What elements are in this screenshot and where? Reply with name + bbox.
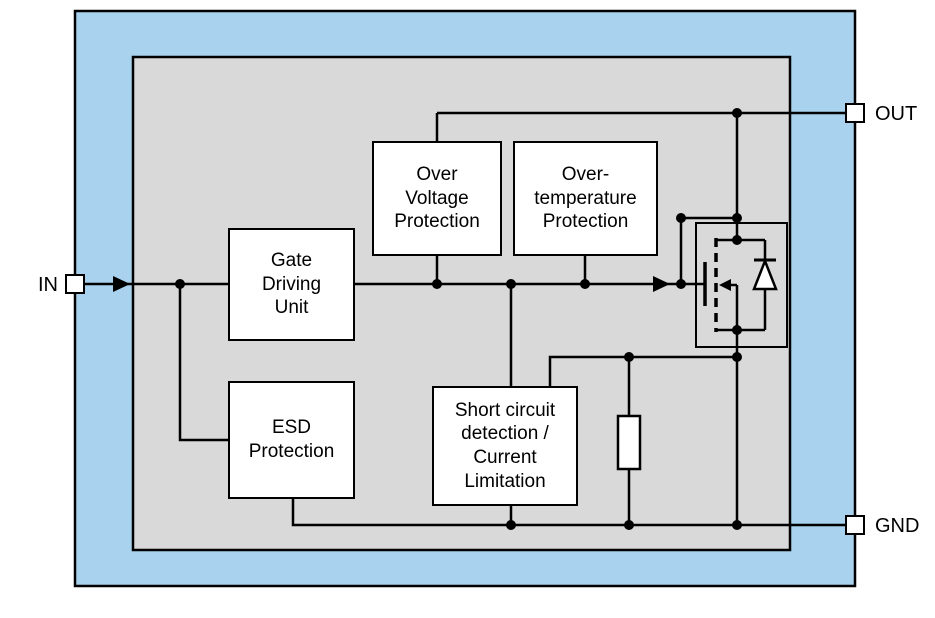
junction-dot <box>624 352 634 362</box>
junction-dot <box>732 213 742 223</box>
junction-dot <box>732 520 742 530</box>
junction-dot <box>732 108 742 118</box>
block-overtemperature-protection: Over- temperature Protection <box>513 141 658 256</box>
sense-resistor <box>616 414 642 471</box>
arrowheads <box>113 276 670 292</box>
junction-dot <box>624 520 634 530</box>
pin-label-in: IN <box>38 274 58 296</box>
junction-dot <box>732 235 742 245</box>
junction-dot <box>580 279 590 289</box>
mosfet-box <box>695 222 788 348</box>
mosfet-bulk-lead <box>730 283 739 330</box>
block-short-circuit-detection: Short circuit detection / Current Limita… <box>432 386 578 506</box>
junction-dot <box>676 213 686 223</box>
wire-in-to-esd <box>178 284 232 442</box>
pin-in <box>65 274 85 294</box>
body-diode-icon <box>752 257 778 291</box>
wire-sense <box>548 355 737 388</box>
power-mosfet <box>703 238 778 332</box>
block-esd-protection: ESD Protection <box>228 381 355 499</box>
in-arrow-icon <box>113 276 130 292</box>
mosfet-bulk-arrow-icon <box>719 279 731 291</box>
gate-arrow-icon <box>653 276 670 292</box>
block-over-voltage-protection: Over Voltage Protection <box>372 141 502 256</box>
pin-gnd <box>845 515 865 535</box>
junction-dot <box>676 279 686 289</box>
junction-dot <box>175 279 185 289</box>
junction-dot <box>732 352 742 362</box>
wire-gnd-rail <box>291 497 858 527</box>
junction-dot <box>506 279 516 289</box>
junction-dots <box>175 108 742 530</box>
pin-label-gnd: GND <box>875 515 920 537</box>
junction-dot <box>506 520 516 530</box>
junction-dot <box>432 279 442 289</box>
junction-dot <box>732 325 742 335</box>
block-gate-driving-unit: Gate Driving Unit <box>228 228 355 341</box>
pin-label-out: OUT <box>875 103 918 125</box>
pin-out <box>845 103 865 123</box>
